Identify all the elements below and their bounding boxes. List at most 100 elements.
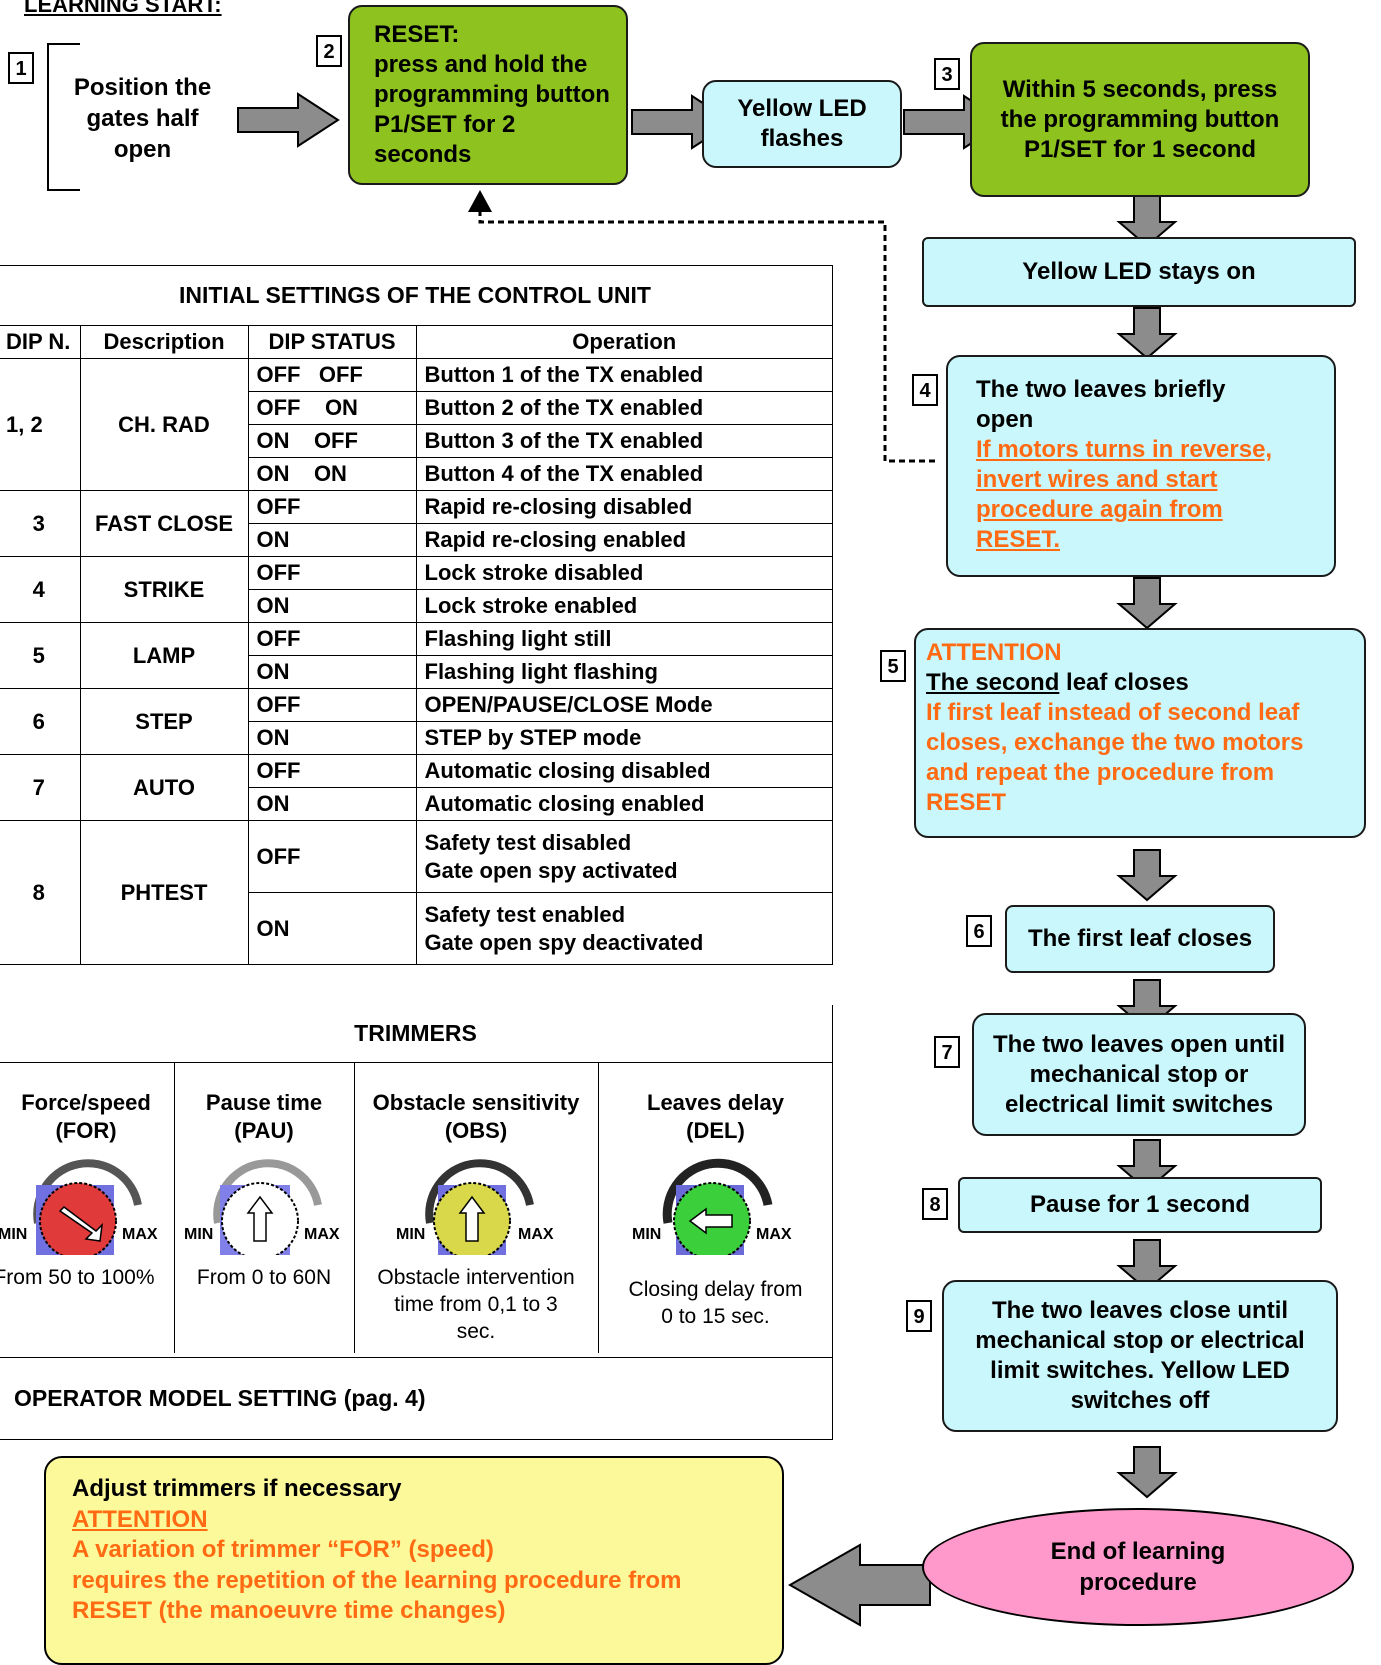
dip-1-2: 1, 2 <box>0 358 81 491</box>
desc-step: STEP <box>79 688 249 755</box>
step-3-box: Within 5 seconds, press the programming … <box>970 42 1310 197</box>
status-cell: ON <box>247 892 417 965</box>
trimmer-range: From 0 to 60N <box>196 1266 332 1289</box>
step-number-8: 8 <box>922 1188 948 1220</box>
status-cell: OFF <box>247 490 417 524</box>
operation-cell: Flashing light still <box>415 622 833 656</box>
operation-line: Gate open spy deactivated <box>424 929 704 955</box>
status-cell: OFF <box>247 688 417 722</box>
status-cell: ON <box>247 721 417 755</box>
status-cell: OFF <box>247 622 417 656</box>
dip-4: 4 <box>0 556 81 623</box>
step-6-text: The first leaf closes <box>1027 925 1253 952</box>
step-number-1: 1 <box>8 52 34 84</box>
trimmers-title: TRIMMERS <box>0 1005 833 1063</box>
dip-5: 5 <box>0 622 81 689</box>
trimmer-knob-for: MIN MAX <box>0 1159 158 1260</box>
step-3-text: Within 5 seconds, press the programming … <box>1000 75 1280 163</box>
min-label: MIN <box>396 1226 425 1243</box>
operation-cell: STEP by STEP mode <box>415 721 833 755</box>
step-4-line1: The two leaves briefly open <box>976 376 1226 433</box>
header-dip: DIP N. <box>0 325 81 359</box>
operation-line: Safety test enabled <box>424 901 626 927</box>
trimmer-name: Pause time <box>205 1090 323 1115</box>
header-dip-status: DIP STATUS <box>247 325 417 359</box>
end-of-learning-text: End of learning procedure <box>1050 1538 1226 1596</box>
trimmer-name: Force/speed <box>21 1090 151 1115</box>
status-cell: OFF <box>247 556 417 590</box>
operation-line: Gate open spy activated <box>424 857 678 883</box>
operation-line: Safety test disabled <box>424 829 632 855</box>
trimmer-code: (DEL) <box>686 1118 745 1143</box>
step-number-2: 2 <box>316 35 342 67</box>
dip-3: 3 <box>0 490 81 557</box>
desc-ch-rad: CH. RAD <box>79 358 249 491</box>
trimmer-pau: Pause time (PAU) MIN MAX From 0 to 60N <box>174 1063 355 1353</box>
operation-cell: Rapid re-closing enabled <box>415 523 833 557</box>
trimmer-range: Obstacle intervention time from 0,1 to 3… <box>377 1266 575 1343</box>
step-number-5: 5 <box>880 650 906 682</box>
min-label: MIN <box>0 1226 27 1243</box>
header-operation: Operation <box>415 325 833 359</box>
yellow-led-flashes-text: Yellow LED flashes <box>737 95 867 152</box>
step-5-box: ATTENTION The second leaf closes If firs… <box>914 628 1366 838</box>
step-6-box: The first leaf closes <box>1005 905 1275 973</box>
status-cell: ON ON <box>247 457 417 491</box>
desc-auto: AUTO <box>79 754 249 821</box>
adjust-line2: A variation of trimmer “FOR” (speed) <box>72 1536 494 1563</box>
trimmer-code: (PAU) <box>234 1118 294 1143</box>
operation-cell: Lock stroke disabled <box>415 556 833 590</box>
arrow-9-end <box>1118 1446 1176 1498</box>
trimmer-obs: Obstacle sensitivity (OBS) MIN MAX Obsta… <box>354 1063 599 1353</box>
status-cell: ON OFF <box>247 424 417 458</box>
operation-cell: Button 2 of the TX enabled <box>415 391 833 425</box>
trimmer-knob-pau: MIN MAX <box>184 1159 340 1260</box>
status-cell: ON <box>247 787 417 821</box>
arrow-1-2 <box>237 93 339 147</box>
trimmer-name: Leaves delay <box>647 1090 784 1115</box>
operation-cell: Flashing light flashing <box>415 655 833 689</box>
yellow-led-flashes-box: Yellow LED flashes <box>702 80 902 168</box>
step-4-box: The two leaves briefly open If motors tu… <box>946 355 1336 577</box>
step-1-text: Position the gates half open <box>73 74 212 163</box>
step-8-text: Pause for 1 second <box>1029 1191 1251 1218</box>
adjust-trimmers-box: Adjust trimmers if necessary ATTENTION A… <box>44 1456 784 1665</box>
step-7-box: The two leaves open until mechanical sto… <box>972 1013 1306 1136</box>
learning-start-header: LEARNING START: <box>24 0 222 17</box>
dip-7: 7 <box>0 754 81 821</box>
arrow-led-4 <box>1118 307 1176 359</box>
desc-phtest: PHTEST <box>79 820 249 965</box>
status-cell: OFF <box>247 754 417 788</box>
min-label: MIN <box>184 1226 213 1243</box>
operation-cell: Button 3 of the TX enabled <box>415 424 833 458</box>
step-5-warning: If first leaf instead of second leaf clo… <box>926 699 1304 816</box>
yellow-led-on-text: Yellow LED stays on <box>1022 258 1256 285</box>
operation-cell: Automatic closing enabled <box>415 787 833 821</box>
operator-row-divider <box>0 1357 833 1358</box>
adjust-line3: requires the repetition of the learning … <box>72 1566 682 1594</box>
operation-cell: OPEN/PAUSE/CLOSE Mode <box>415 688 833 722</box>
operation-cell: Button 4 of the TX enabled <box>415 457 833 491</box>
step-5-attention: ATTENTION <box>926 639 1062 666</box>
step-7-text: The two leaves open until mechanical sto… <box>992 1030 1286 1118</box>
status-cell: ON <box>247 589 417 623</box>
table-title: INITIAL SETTINGS OF THE CONTROL UNIT <box>0 265 833 326</box>
step-number-4: 4 <box>912 374 938 406</box>
step-5-line-underlined: The second <box>926 669 1060 696</box>
dip-8: 8 <box>0 820 81 965</box>
status-cell: OFF <box>247 820 417 893</box>
step-number-3: 3 <box>934 58 960 90</box>
